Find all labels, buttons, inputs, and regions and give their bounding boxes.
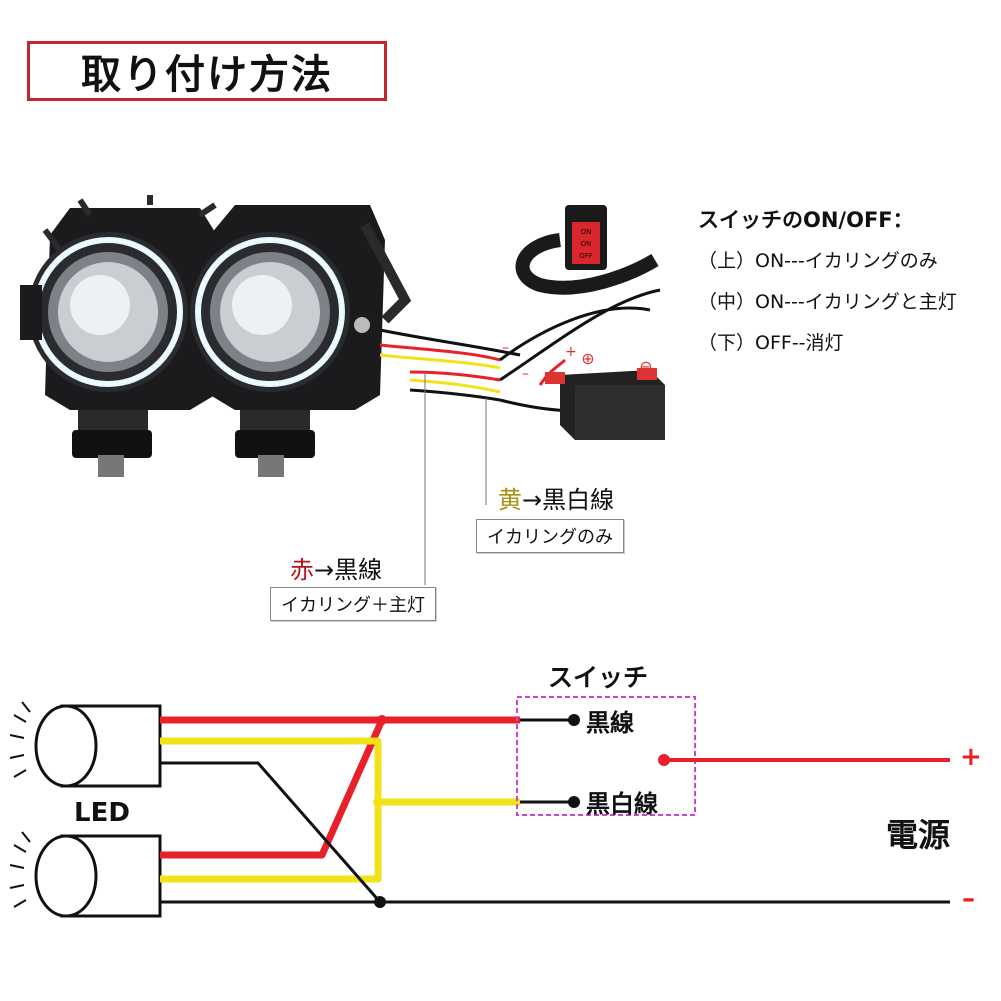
battery-minus-terminal: ⊖	[639, 357, 652, 376]
black-wire-path	[160, 718, 950, 904]
product-illustration: ON ON OFF ⊕ ⊖ – – +	[20, 195, 665, 585]
title-box: 取り付け方法	[27, 41, 387, 101]
red-arrow: →	[314, 556, 335, 584]
red-wire-callout: 赤→黒線	[290, 550, 382, 585]
black-white-wire-terminal	[568, 796, 580, 808]
wire-minus-mark-2: –	[522, 366, 529, 382]
switch-info-line-middle: （中）ON---イカリングと主灯	[698, 291, 957, 313]
handlebar-switch: ON ON OFF	[515, 205, 659, 295]
switch-label-bottom: OFF	[579, 252, 593, 260]
wire-plus-mark: +	[565, 344, 577, 360]
wire-minus-mark-1: –	[502, 340, 509, 356]
red-junction-dot	[377, 715, 387, 725]
switch-box	[516, 696, 696, 816]
switch-info-line-top: （上）ON---イカリングのみ	[698, 250, 938, 272]
fog-light-left	[20, 195, 220, 477]
led-lamp-top	[9, 701, 162, 788]
red-wire-tag: イカリング＋主灯	[270, 587, 436, 621]
black-wire-label: 黒線	[586, 709, 634, 737]
switch-info: スイッチのON/OFF： （上）ON---イカリングのみ （中）ON---イカリ…	[698, 204, 957, 369]
switch-info-line-bottom: （下）OFF--消灯	[698, 332, 844, 354]
yellow-wire-callout: 黄→黒白線	[498, 480, 614, 515]
led-label: LED	[74, 798, 130, 828]
red-wire-path	[160, 716, 520, 859]
yellow-wire-path	[160, 737, 520, 883]
yellow-junction-dot	[373, 797, 383, 807]
red-target: 黒線	[334, 556, 383, 584]
battery-plus-terminal: ⊕	[581, 349, 594, 368]
wiring-schematic	[9, 696, 950, 918]
switch-label-top: ON	[581, 228, 592, 236]
yellow-arrow: →	[522, 486, 543, 514]
power-plus-sign: +	[960, 742, 982, 772]
power-minus-sign: –	[962, 884, 975, 914]
black-wire-terminal	[568, 714, 580, 726]
switch-info-heading: スイッチのON/OFF：	[698, 208, 914, 232]
switch-label-middle: ON	[581, 240, 592, 248]
fog-light-right	[190, 205, 412, 477]
page-title: 取り付け方法	[81, 52, 333, 98]
power-label: 電源	[886, 816, 951, 854]
yellow-color-word: 黄	[498, 486, 522, 514]
black-white-wire-label: 黒白線	[586, 790, 658, 818]
switch-label: スイッチ	[548, 663, 649, 692]
led-lamp-bottom	[9, 831, 162, 918]
ground-junction-dot	[374, 896, 386, 908]
red-color-word: 赤	[290, 556, 314, 584]
yellow-wire-tag: イカリングのみ	[476, 519, 624, 553]
yellow-target: 黒白線	[542, 486, 615, 514]
battery: ⊕ ⊖	[545, 349, 665, 440]
